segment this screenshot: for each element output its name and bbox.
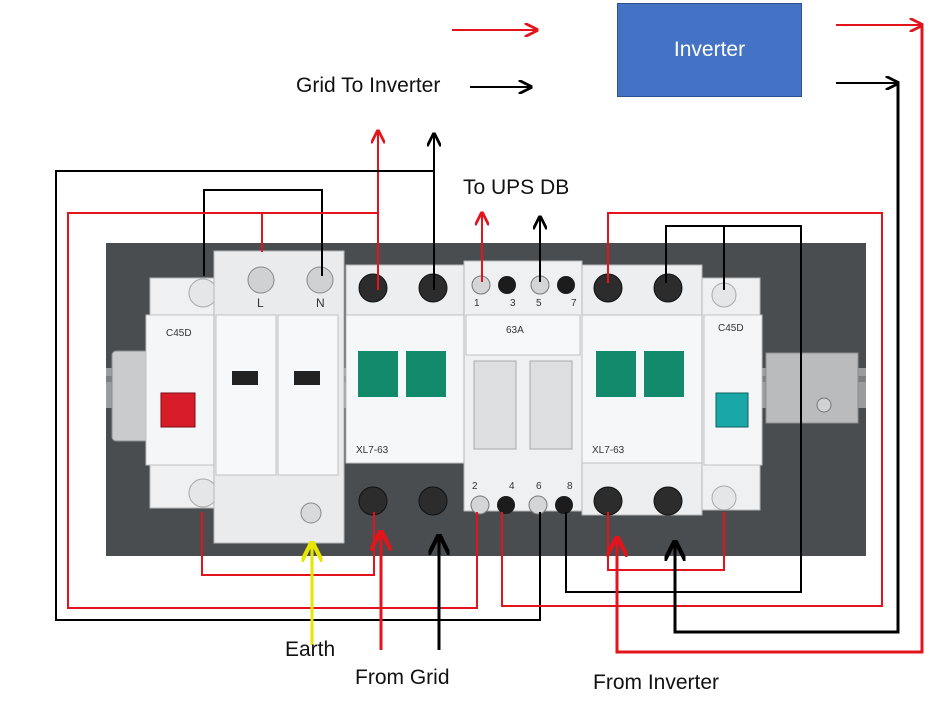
inverter-label: Inverter — [673, 38, 746, 61]
inverter-block: Inverter — [617, 3, 802, 97]
mcb-left: XL7-63 — [345, 264, 465, 516]
panel-illustration: C45D L N XL7-63 — [106, 250, 866, 544]
mcb-left-handle-2 — [406, 351, 446, 397]
mcb-left-model: XL7-63 — [356, 445, 389, 456]
terminal-4-label: 4 — [509, 481, 515, 492]
terminal-2-label: 2 — [472, 481, 478, 492]
terminal-5-label: 5 — [536, 298, 542, 309]
label-to-ups-db: To UPS DB — [463, 176, 570, 199]
mcb-right-model: XL7-63 — [592, 445, 625, 456]
mcb-right-handle-2 — [644, 351, 684, 397]
label-earth: Earth — [285, 638, 336, 661]
mcb-right: XL7-63 — [581, 264, 703, 516]
indicator-module-left: C45D — [145, 277, 218, 509]
terminal-1-label: 1 — [474, 298, 480, 309]
mcb-left-handle-1 — [358, 351, 398, 397]
surge-protector: L N — [213, 250, 345, 544]
label-grid-to-inverter: Grid To Inverter — [296, 74, 441, 97]
label-from-grid: From Grid — [355, 666, 450, 689]
indicator-lamp-red — [160, 392, 196, 428]
terminal-3-label: 3 — [510, 298, 516, 309]
spd-terminal-n-label: N — [316, 296, 325, 310]
mcb-right-handle-1 — [596, 351, 636, 397]
earth-terminal — [300, 502, 322, 524]
indicator-lamp-teal — [715, 392, 749, 428]
din-rail-panel: C45D L N XL7-63 — [106, 243, 866, 556]
rail-end-right — [765, 352, 859, 424]
label-from-inverter: From Inverter — [593, 671, 720, 694]
changeover-switch: 63A 1 3 5 7 2 4 6 8 — [463, 260, 583, 515]
spd-terminal-l-label: L — [257, 296, 264, 310]
indicator-rating-right: C45D — [718, 323, 744, 334]
terminal-8-label: 8 — [567, 481, 573, 492]
terminal-7-label: 7 — [571, 298, 577, 309]
indicator-module-right: C45D — [701, 277, 763, 511]
terminal-6-label: 6 — [536, 481, 542, 492]
indicator-rating-left: C45D — [166, 328, 192, 339]
changeover-rating: 63A — [506, 325, 524, 336]
